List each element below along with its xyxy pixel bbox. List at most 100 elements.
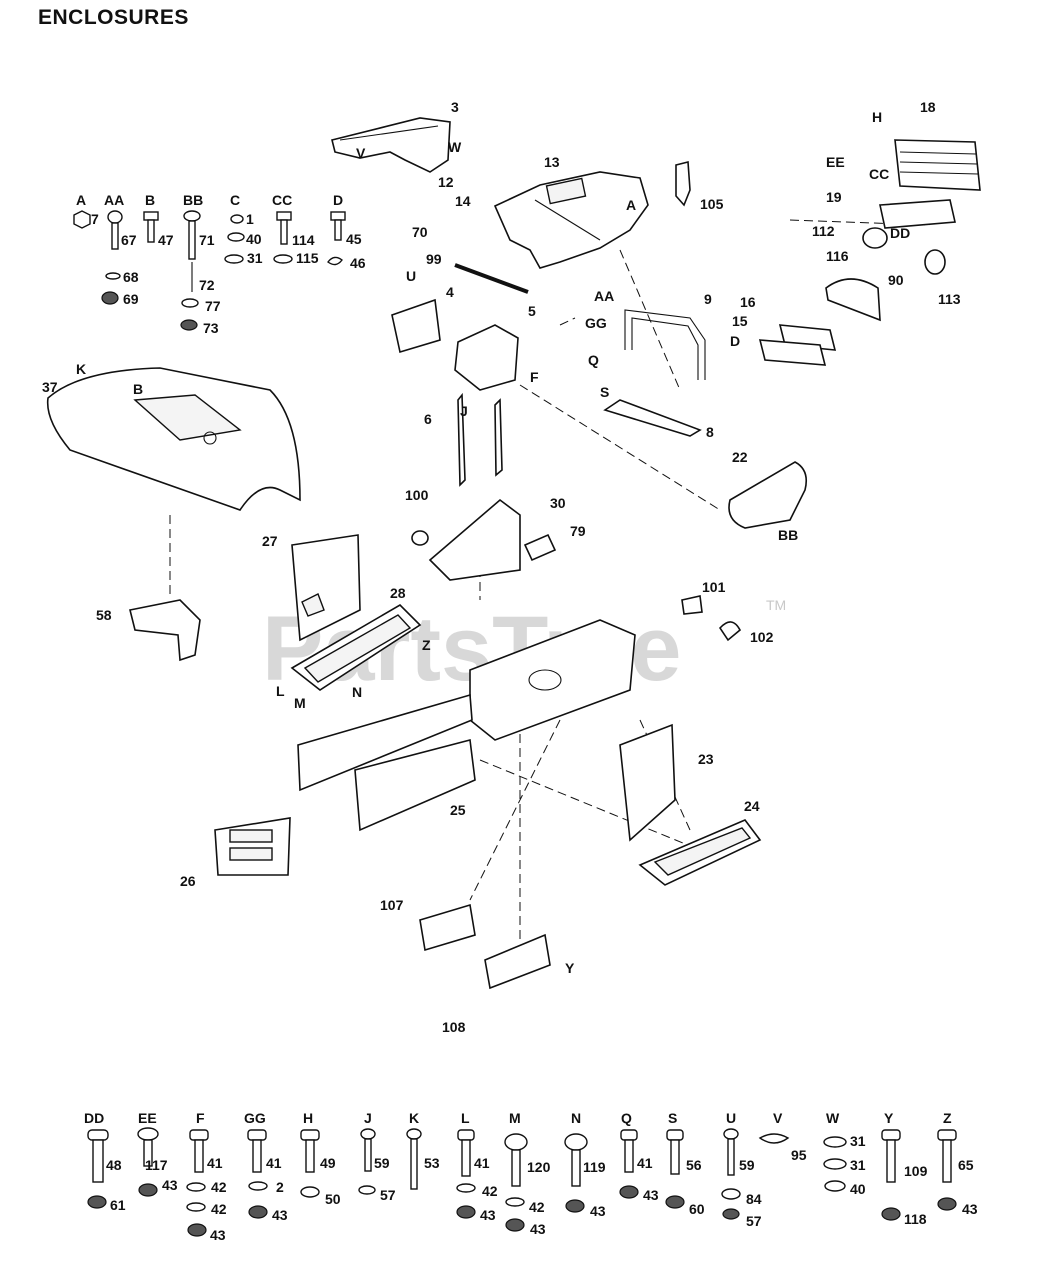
hw-top-C-part-1: 1: [246, 211, 254, 227]
nut-icon: [138, 1183, 158, 1197]
callout-N: N: [352, 684, 362, 700]
hw-bot-J-part-57: 57: [380, 1187, 396, 1203]
assembly-line: [619, 249, 681, 391]
bolt-shank-icon: [147, 219, 155, 243]
hw-bot-Q-part-41: 41: [637, 1155, 653, 1171]
fender-seat-plate: [133, 394, 242, 441]
callout-H: H: [872, 109, 882, 125]
assembly-line: [559, 317, 576, 326]
hw-bot-U-part-59: 59: [739, 1157, 755, 1173]
washer-icon: [248, 1181, 268, 1191]
callout-102: 102: [750, 629, 774, 645]
hw-bot-F-part-42: 42: [211, 1179, 227, 1195]
hw-bot-S-part-60: 60: [689, 1201, 705, 1217]
part-4-bracket: [391, 298, 441, 354]
hw-bot-V-part-95: 95: [791, 1147, 807, 1163]
bolt-head-icon: [937, 1129, 957, 1141]
part-8-rod: [603, 399, 702, 437]
callout-8: 8: [706, 424, 714, 440]
part-90-shroud: [825, 278, 881, 322]
bolt-head-icon: [457, 1129, 475, 1141]
callout-W: W: [448, 139, 462, 155]
callout-24: 24: [744, 798, 760, 814]
bolt-shank-icon: [571, 1149, 581, 1187]
flat-washer-icon: [823, 1136, 847, 1148]
part-113-bracket: [924, 249, 946, 275]
callout-GG: GG: [585, 315, 607, 331]
bolt-head-icon: [276, 211, 292, 221]
callout-30: 30: [550, 495, 566, 511]
part-105-clip: [675, 160, 691, 207]
carriage-bolt-shank-icon: [188, 220, 196, 260]
screw-head-icon: [360, 1128, 376, 1140]
hw-bot-S-part-56: 56: [686, 1157, 702, 1173]
hw-bot-W-part-31: 31: [850, 1133, 866, 1149]
hw-bot-Y-part-109: 109: [904, 1163, 928, 1179]
bolt-shank-icon: [280, 219, 288, 245]
hw-top-CC-part-115: 115: [296, 250, 319, 266]
bolt-shank-icon: [194, 1139, 204, 1173]
callout-L: L: [276, 683, 285, 699]
hw-bot-J-part-59: 59: [374, 1155, 390, 1171]
part-99-rod: [454, 263, 529, 294]
assembly-line: [469, 719, 561, 901]
callout-U: U: [406, 268, 416, 284]
callout-Q: Q: [588, 352, 599, 368]
bolt-shank-icon: [252, 1139, 262, 1173]
lock-washer-icon: [824, 1180, 846, 1192]
hw-bot-N-part-119: 119: [583, 1159, 606, 1175]
part-19-bracket: [879, 199, 956, 229]
screw-shank-icon: [727, 1138, 735, 1176]
hw-bot-M-part-120: 120: [527, 1159, 551, 1175]
hw-bot-H-letter: H: [303, 1110, 313, 1126]
part-102-clip: [718, 621, 742, 642]
callout-108: 108: [442, 1019, 466, 1035]
hw-bot-EE-part-117: 117: [145, 1157, 168, 1173]
bolt-head-icon: [330, 211, 346, 221]
bolt-head-icon: [620, 1129, 638, 1141]
callout-112: 112: [812, 223, 835, 239]
bolt-shank-icon: [92, 1139, 104, 1183]
callout-S: S: [600, 384, 609, 400]
screw-shank-icon: [364, 1138, 372, 1172]
assembly-line: [479, 759, 701, 851]
nut-icon: [248, 1205, 268, 1219]
bolt-shank-icon: [305, 1139, 315, 1173]
bolt-head-icon: [189, 1129, 209, 1141]
part-3-edge: [339, 125, 439, 141]
hw-top-BB-part-73: 73: [203, 320, 219, 336]
callout-5: 5: [528, 303, 536, 319]
hw-top-AA-part-69: 69: [123, 291, 139, 307]
hw-top-B-part: 47: [158, 232, 174, 248]
spring-clip-icon: [327, 256, 343, 266]
hw-top-C-part-31: 31: [247, 250, 263, 266]
callout-Y: Y: [565, 960, 575, 976]
grille-bar: [899, 161, 978, 165]
washer-icon: [456, 1183, 476, 1193]
hw-bot-F-part-41: 41: [207, 1155, 223, 1171]
hw-top-BB-part-71: 71: [199, 232, 215, 248]
hw-bot-Q-part-43: 43: [643, 1187, 659, 1203]
hw-bot-L-part-42: 42: [482, 1183, 498, 1199]
assembly-line: [519, 384, 721, 511]
hw-bot-S-letter: S: [668, 1110, 677, 1126]
part-22-bumper: [728, 461, 808, 529]
callout-23: 23: [698, 751, 714, 767]
hw-bot-Z-part-65: 65: [958, 1157, 974, 1173]
hw-bot-F-letter: F: [196, 1110, 205, 1126]
hw-bot-K-letter: K: [409, 1110, 419, 1126]
hw-bot-H-part-50: 50: [325, 1191, 341, 1207]
hw-bot-M-part-43: 43: [530, 1221, 546, 1237]
washer-icon: [186, 1182, 206, 1192]
callout-V: V: [356, 145, 366, 161]
bolt-head-icon: [300, 1129, 320, 1141]
hw-bot-EE-part-43: 43: [162, 1177, 178, 1193]
callout-16: 16: [740, 294, 756, 310]
bolt-shank-icon: [942, 1139, 952, 1183]
flat-washer-icon: [273, 254, 293, 264]
part-24-tread: [653, 827, 752, 876]
nut-icon: [722, 1208, 740, 1220]
callout-37: 37: [42, 379, 58, 395]
hardware-table-bottom: DD 48 61 EE 117 43 F 41 42 42 43 GG 41 2…: [84, 1110, 978, 1243]
callout-101: 101: [702, 579, 726, 595]
